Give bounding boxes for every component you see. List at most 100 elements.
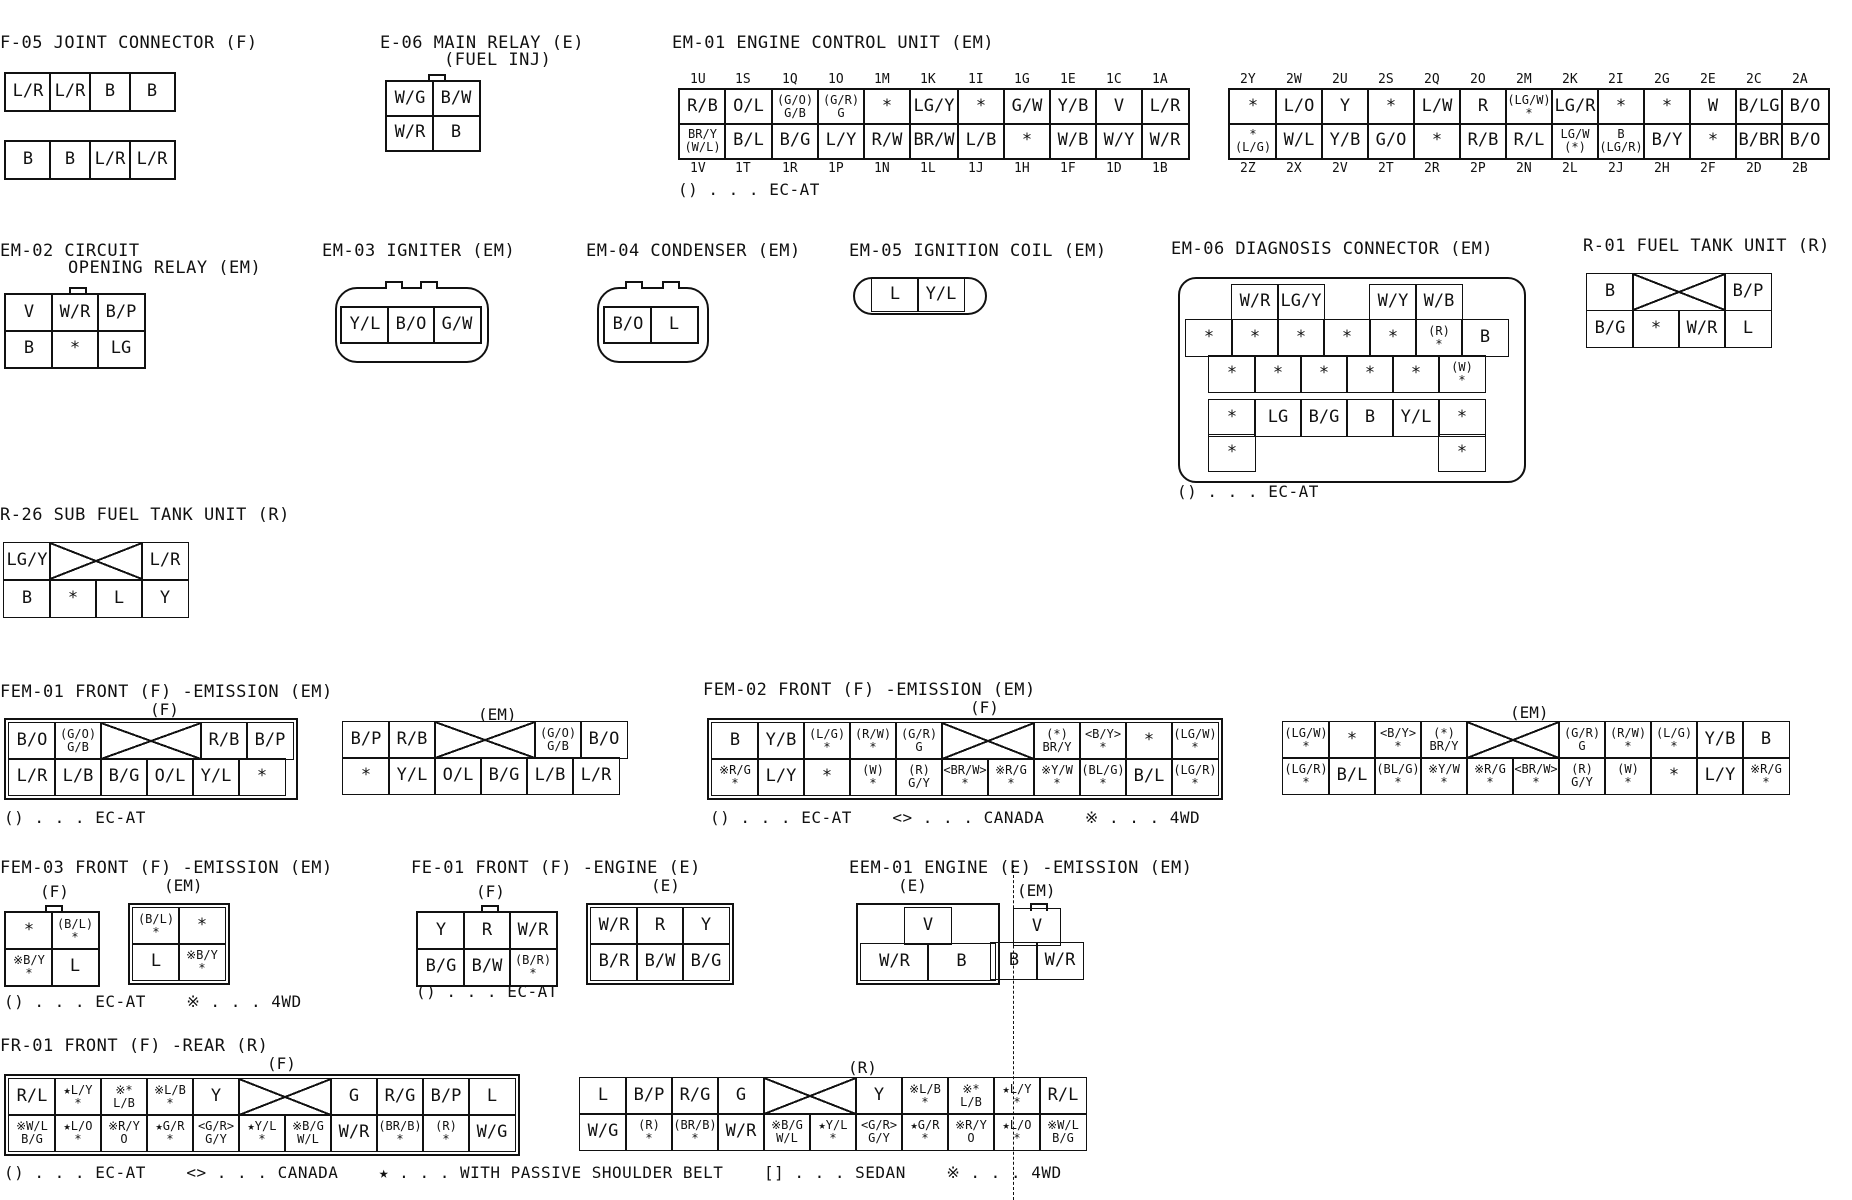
- terminal-cell: ※W/L B/G: [1039, 1113, 1087, 1151]
- fem03-f-tab: [45, 905, 63, 913]
- em04-tab-b: [662, 281, 680, 289]
- terminal-cell: ※L/B *: [146, 1078, 194, 1116]
- terminal-cell: L/R: [5, 73, 51, 111]
- terminal-cell: B/W: [636, 943, 684, 981]
- pin-number: 1E: [1060, 72, 1076, 87]
- pin-number: 1B: [1152, 161, 1168, 176]
- pin-number: 2K: [1562, 72, 1578, 87]
- terminal-cell: W/Y: [1095, 123, 1143, 159]
- terminal-cell: B: [1346, 399, 1394, 437]
- e06-subtitle: (FUEL INJ): [444, 50, 552, 70]
- terminal-cell: (G/O) G/B: [771, 89, 819, 125]
- terminal-cell: <B/Y> *: [1374, 721, 1422, 759]
- terminal-cell: (R) G/Y: [895, 758, 943, 796]
- terminal-cell: W/R: [1231, 284, 1279, 320]
- terminal-cell: B: [49, 141, 91, 179]
- terminal-cell: (L/G) *: [803, 722, 851, 760]
- terminal-cell: (BR/B) *: [376, 1114, 424, 1152]
- pin-number: 1F: [1060, 161, 1076, 176]
- terminal-cell: W/R: [860, 943, 929, 981]
- terminal-cell: *: [51, 330, 99, 368]
- terminal-cell: W/Y: [1369, 284, 1417, 320]
- pin-number: 1I: [968, 72, 984, 87]
- terminal-cell: B/G: [1300, 399, 1348, 437]
- terminal-cell: *: [803, 758, 851, 796]
- terminal-cell: (LG/R) *: [1171, 758, 1219, 796]
- terminal-cell: W/G: [579, 1113, 627, 1151]
- terminal-cell: B: [129, 73, 175, 111]
- terminal-cell: Y: [1321, 89, 1369, 125]
- pin-number: 1R: [782, 161, 798, 176]
- fem01-title: FEM-01 FRONT (F) -EMISSION (EM): [0, 682, 333, 702]
- terminal-cell: ★L/Y *: [993, 1077, 1041, 1115]
- fem02-side-em: (EM): [1510, 703, 1549, 722]
- fem03-connector-f: *(B/L) *※B/Y *L: [4, 911, 100, 987]
- terminal-cell: B/BR: [1735, 123, 1783, 159]
- pin-number: 2A: [1792, 72, 1808, 87]
- terminal-cell: W/R: [509, 912, 557, 950]
- pin-number: 1N: [874, 161, 890, 176]
- pin-number: 1L: [920, 161, 936, 176]
- terminal-cell: L/R: [8, 758, 56, 796]
- fem02-note: () . . . EC-AT <> . . . CANADA ※ . . . 4…: [710, 808, 1201, 827]
- terminal-cell: B/O: [1781, 123, 1829, 159]
- terminal-cell: R/L: [1039, 1077, 1087, 1115]
- terminal-cell: *: [1367, 89, 1415, 125]
- terminal-cell: *: [1125, 722, 1173, 760]
- pin-number: 2I: [1608, 72, 1624, 87]
- terminal-cell: B/L: [1328, 757, 1376, 795]
- terminal-cell: Y/L: [1392, 399, 1440, 437]
- e06-title: E-06 MAIN RELAY (E): [380, 33, 584, 53]
- e06-tab: [428, 74, 446, 82]
- terminal-cell: B/P: [246, 722, 294, 760]
- terminal-cell: B: [3, 580, 51, 618]
- pin-number: 2N: [1516, 161, 1532, 176]
- terminal-cell: B/O: [1781, 89, 1829, 125]
- terminal-cell: *: [1346, 355, 1394, 393]
- terminal-cell: *: [1300, 355, 1348, 393]
- terminal-cell: Y/L: [388, 757, 436, 795]
- terminal-cell: W/B: [1415, 284, 1463, 320]
- terminal-cell: B/P: [625, 1077, 673, 1115]
- terminal-cell: B: [5, 330, 53, 368]
- fem01-note: () . . . EC-AT: [4, 808, 146, 827]
- terminal-cell: BR/Y (W/L): [679, 123, 726, 159]
- terminal-cell: ※B/G W/L: [284, 1114, 332, 1152]
- r26-title: R-26 SUB FUEL TANK UNIT (R): [0, 505, 290, 525]
- terminal-cell: *: [1643, 89, 1691, 125]
- pin-number: 2D: [1746, 161, 1762, 176]
- terminal-cell: ※* L/B: [100, 1078, 148, 1116]
- terminal-cell: B: [432, 115, 480, 151]
- pin-number: 2X: [1286, 161, 1302, 176]
- terminal-cell: *: [342, 757, 390, 795]
- terminal-cell: ※Y/W *: [1420, 757, 1468, 795]
- pin-number: 1C: [1106, 72, 1122, 87]
- terminal-cell: B/G: [417, 948, 465, 986]
- terminal-cell: *: [1208, 355, 1256, 393]
- terminal-cell: B: [5, 141, 51, 179]
- terminal-cell: Y: [682, 907, 730, 945]
- connector-gap: [861, 908, 905, 944]
- terminal-cell: *: [957, 89, 1005, 125]
- fe01-title: FE-01 FRONT (F) -ENGINE (E): [411, 858, 701, 878]
- terminal-cell: W/R: [590, 907, 638, 945]
- terminal-cell: R/B: [200, 722, 248, 760]
- terminal-cell: B/P: [1724, 273, 1772, 311]
- terminal-cell: B: [1461, 319, 1509, 357]
- eem01-side-em: (EM): [1017, 881, 1056, 900]
- pin-number: 2V: [1332, 161, 1348, 176]
- terminal-cell: (*) BR/Y: [1420, 721, 1468, 759]
- terminal-cell: W/R: [386, 115, 434, 151]
- em03-title: EM-03 IGNITER (EM): [322, 241, 516, 261]
- terminal-cell: ★G/R *: [146, 1114, 194, 1152]
- terminal-cell: *: [1413, 123, 1461, 159]
- terminal-cell: *: [1369, 319, 1417, 357]
- terminal-cell: R/B: [679, 89, 726, 125]
- terminal-cell: L: [579, 1077, 627, 1115]
- terminal-cell: *: [1254, 355, 1302, 393]
